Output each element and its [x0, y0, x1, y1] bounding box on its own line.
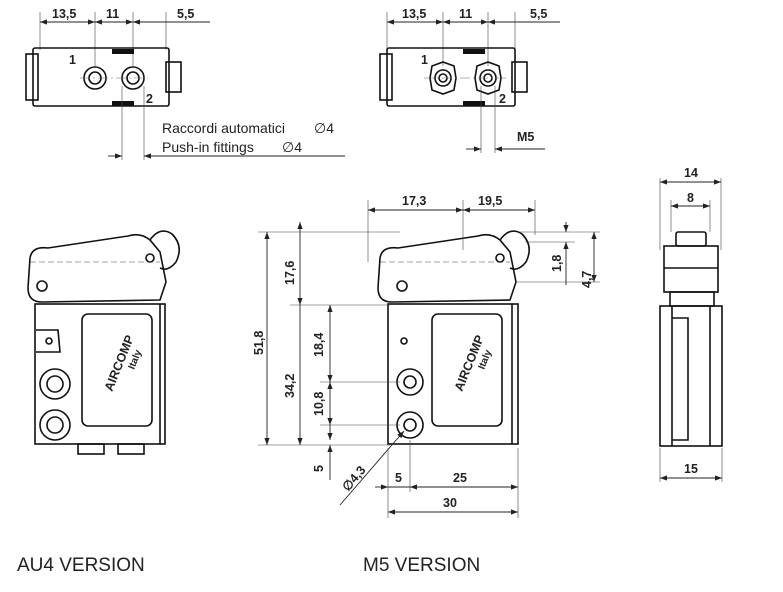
note-raccordi-size: ∅4 [314, 120, 334, 136]
caption-au4-version: AU4 VERSION [17, 555, 145, 576]
note-push-in: Push-in fittings [162, 139, 254, 155]
dim-17-3: 17,3 [402, 194, 426, 208]
dim-5-vertical: 5 [312, 465, 326, 472]
dim-15: 15 [684, 462, 698, 476]
dim-18-4: 18,4 [312, 333, 326, 357]
dim-34-2: 34,2 [283, 374, 297, 398]
top-view-au4: 13,5 11 5,5 1 2 Raccordi automatici ∅4 P… [25, 7, 345, 160]
dim-5-5: 5,5 [177, 7, 194, 21]
dim-5-5-m5: 5,5 [530, 7, 547, 21]
dim-30: 30 [443, 496, 457, 510]
port-2-label: 2 [146, 92, 153, 106]
dim-5-horizontal: 5 [395, 471, 402, 485]
dim-11: 11 [106, 7, 119, 21]
dim-19-5: 19,5 [478, 194, 502, 208]
top-view-m5: 13,5 11 5,5 1 2 M5 [379, 7, 560, 153]
port-1-label-m5: 1 [421, 53, 428, 67]
dim-13-5: 13,5 [52, 7, 76, 21]
dim-17-6: 17,6 [283, 261, 297, 285]
caption-m5-version: M5 VERSION [363, 555, 481, 576]
dim-51-8: 51,8 [252, 331, 266, 355]
dim-10-8: 10,8 [312, 392, 326, 416]
front-view-m5: AIRCOMP Italy 17,3 19,5 51,8 17,6 34,2 1… [252, 194, 600, 518]
dim-m5-thread: M5 [517, 130, 534, 144]
dim-8: 8 [687, 191, 694, 205]
note-raccordi: Raccordi automatici [162, 120, 285, 136]
dim-14: 14 [684, 166, 698, 180]
dim-11-m5: 11 [459, 7, 472, 21]
port-2-label-m5: 2 [499, 92, 506, 106]
dim-4-7: 4,7 [580, 271, 594, 288]
dim-1-8: 1,8 [550, 255, 564, 272]
dim-diameter-4-3: ∅4,3 [340, 463, 369, 494]
dim-25: 25 [453, 471, 467, 485]
dim-13-5-m5: 13,5 [402, 7, 426, 21]
side-view: 14 8 15 [659, 166, 723, 482]
front-view-au4: AIRCOMP Italy [27, 230, 180, 455]
port-1-label: 1 [69, 53, 76, 67]
note-push-in-size: ∅4 [282, 139, 302, 155]
